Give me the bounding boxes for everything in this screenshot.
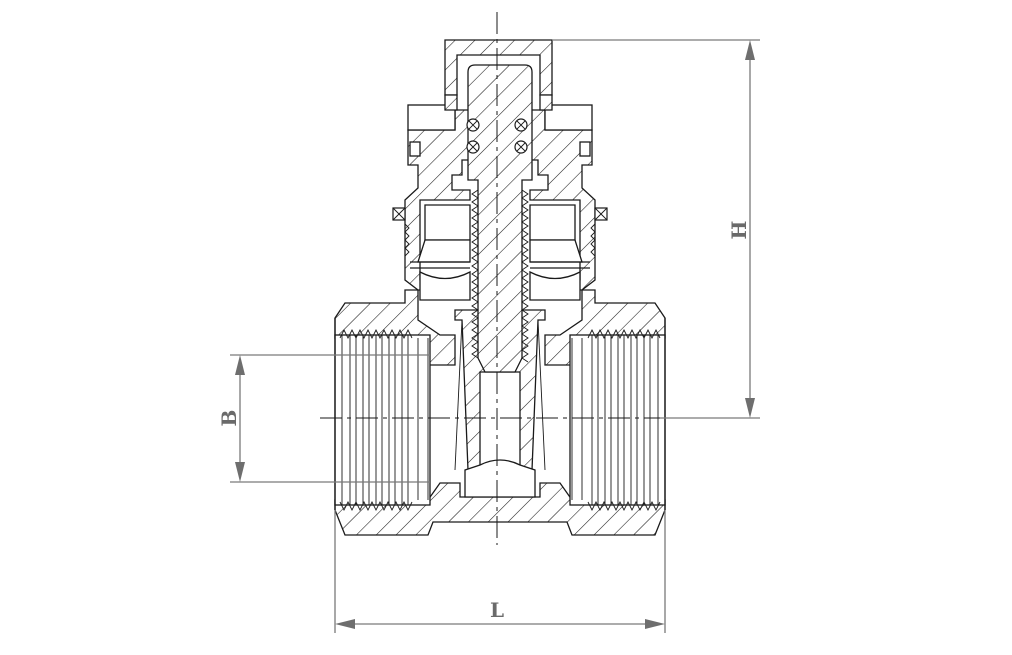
- centerlines: [320, 12, 680, 545]
- inlet-thread: [334, 328, 431, 512]
- dimension-label-b: B: [217, 410, 241, 427]
- handwheel-cap: [444, 39, 553, 111]
- dimension-b: B: [217, 354, 430, 483]
- dimension-label-h: H: [727, 221, 751, 240]
- o-rings: [466, 118, 528, 154]
- dimension-label-l: L: [490, 598, 504, 622]
- dimension-h: H: [552, 39, 760, 419]
- outlet-thread: [569, 328, 666, 512]
- bonnet: [392, 104, 608, 301]
- dimension-l: L: [334, 510, 666, 633]
- stem: [467, 64, 533, 373]
